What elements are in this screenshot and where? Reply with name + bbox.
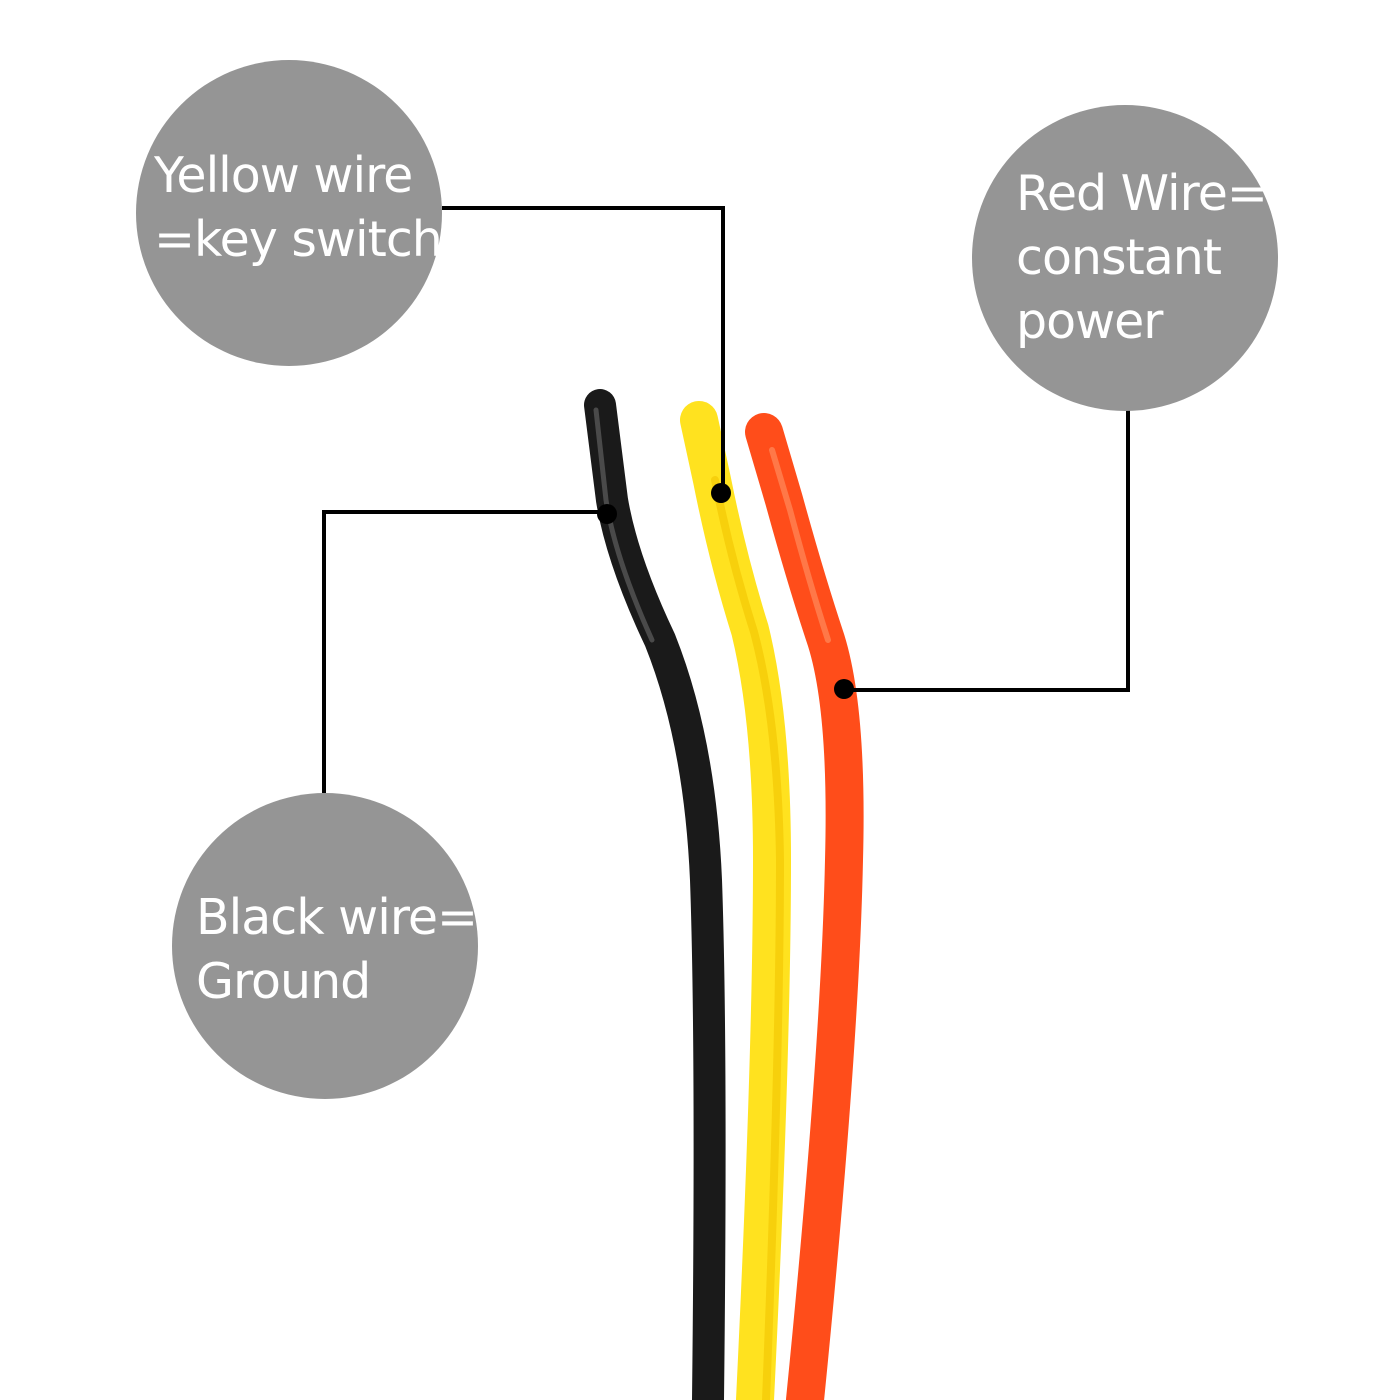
yellow-leader-line	[442, 206, 725, 493]
yellow-callout-line-1: Yellow wire	[154, 147, 413, 204]
pointer-dots	[597, 483, 854, 699]
black-pointer-dot	[597, 504, 617, 524]
yellow-wire-callout: Yellow wire =key switch	[136, 60, 443, 366]
yellow-callout-line-2: =key switch	[154, 211, 443, 268]
red-callout-line-2: constant	[1016, 229, 1222, 286]
red-wire-highlight	[769, 447, 831, 643]
red-leader-line	[844, 410, 1130, 692]
black-callout-line-2: Ground	[196, 953, 371, 1010]
leader-lines	[322, 206, 1130, 793]
yellow-pointer-dot	[711, 483, 731, 503]
black-wire-callout: Black wire= Ground	[172, 793, 478, 1099]
black-leader-line	[322, 510, 607, 793]
red-wire-callout: Red Wire= constant power	[972, 105, 1278, 411]
red-callout-line-1: Red Wire=	[1016, 165, 1268, 222]
yellow-wire-shade	[711, 476, 785, 1400]
black-callout-line-1: Black wire=	[196, 889, 478, 946]
wires	[584, 389, 864, 1400]
red-callout-line-3: power	[1016, 293, 1163, 350]
red-pointer-dot	[834, 679, 854, 699]
black-wire	[584, 389, 726, 1400]
